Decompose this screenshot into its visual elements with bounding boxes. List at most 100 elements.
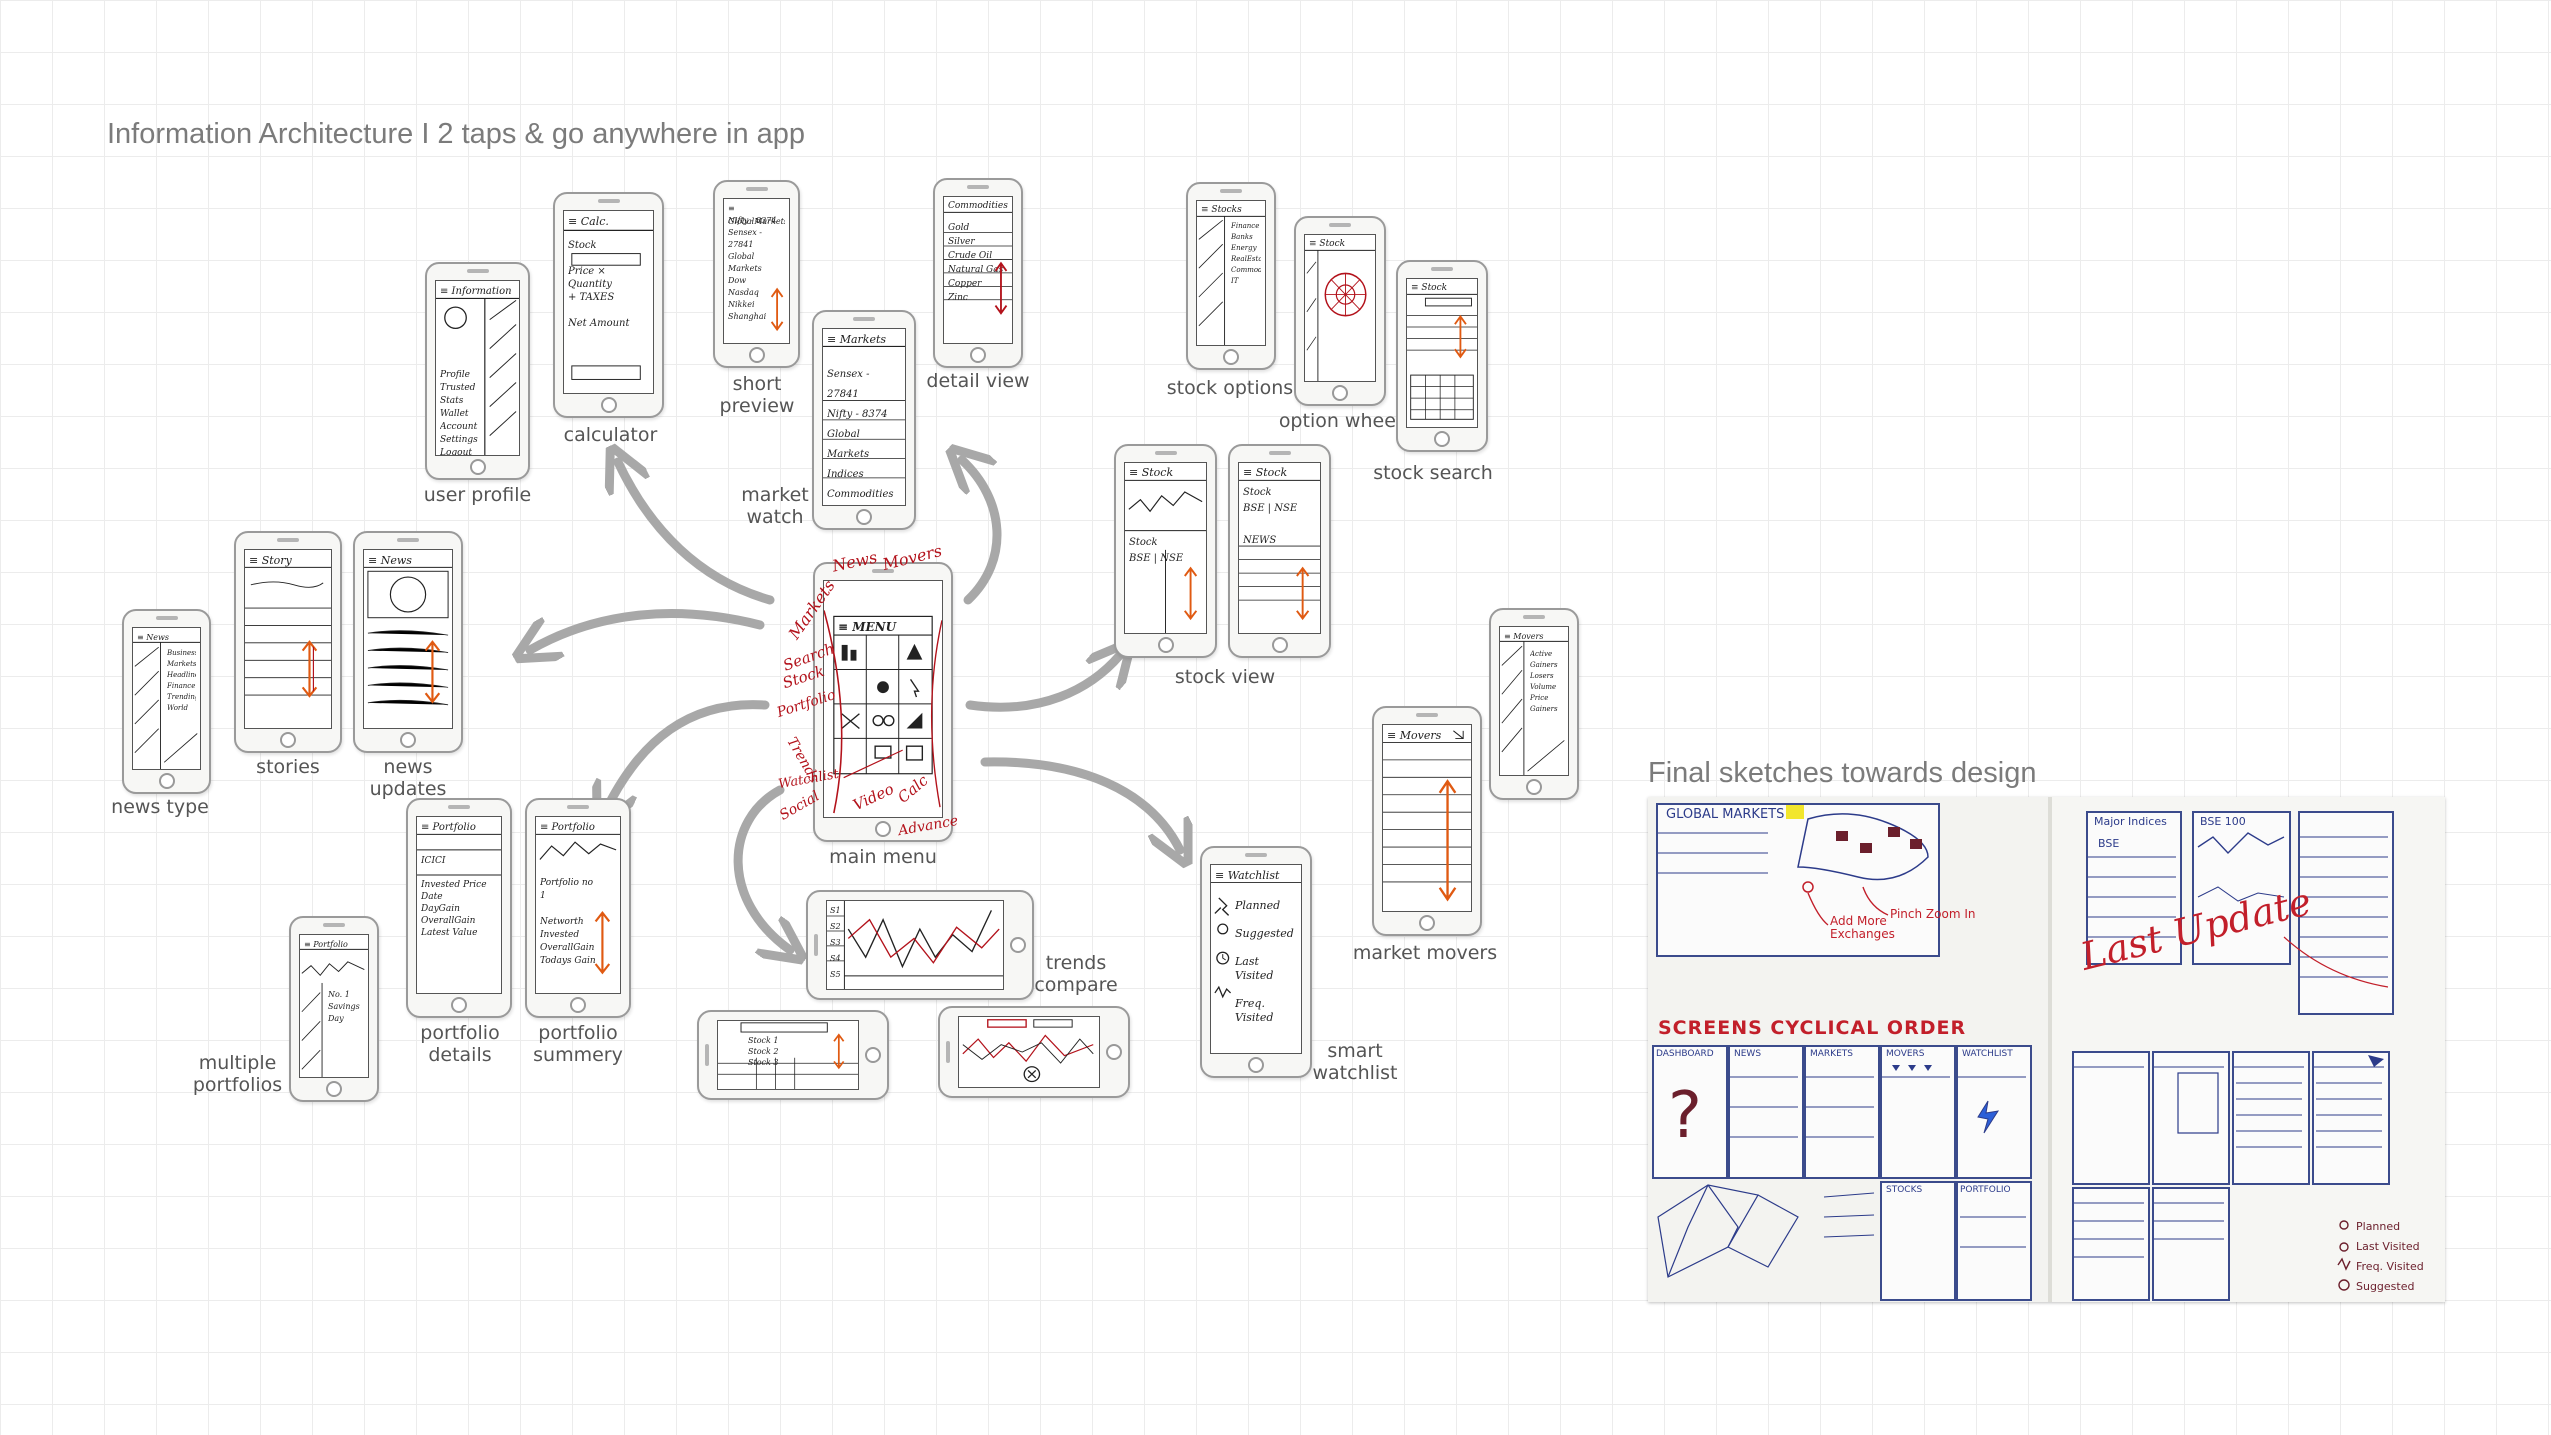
sketch-title: ≡ Information bbox=[440, 286, 512, 297]
camera bbox=[1154, 451, 1177, 455]
label-stories: stories bbox=[256, 756, 320, 778]
news-type-sketch bbox=[133, 641, 200, 769]
portfolio-list-frame bbox=[2072, 1187, 2150, 1301]
mw-lines bbox=[823, 345, 905, 479]
stock-view-chart-sketch bbox=[1125, 479, 1206, 633]
screen bbox=[958, 1016, 1100, 1088]
camera bbox=[323, 923, 345, 927]
screen: ≡ Markets Sensex - 27841 Nifty - 8374 Gl… bbox=[822, 328, 906, 506]
label-calculator: calculator bbox=[563, 424, 658, 446]
home-button bbox=[970, 347, 986, 363]
home-button bbox=[326, 1081, 342, 1097]
market-watch-body: Sensex - 27841 Nifty - 8374 Global Marke… bbox=[827, 369, 894, 500]
phone-smart-watchlist: ≡ Watchlist Planned Suggested Last Visit… bbox=[1200, 846, 1312, 1078]
question-mark: ? bbox=[1668, 1079, 1702, 1153]
markets-frame bbox=[1804, 1045, 1880, 1179]
legend-notes: Planned Last Visited Freq. Visited Sugge… bbox=[2356, 1220, 2424, 1293]
label-multiple-portfolios: multiple portfolios bbox=[192, 1052, 283, 1096]
phone-user-profile: ≡ Information Profile Trusted Stats Wall… bbox=[425, 262, 530, 480]
screen: ≡ Stock Stock BSE | NSE NEWS bbox=[1238, 462, 1321, 634]
home-button bbox=[1106, 1044, 1122, 1060]
label-market-watch: market watch bbox=[741, 484, 809, 528]
sketch-title: ≡ Movers bbox=[1387, 729, 1442, 742]
bse100-title: BSE 100 bbox=[2200, 815, 2246, 828]
watchlist-frame bbox=[1956, 1045, 2032, 1179]
stock-options-sketch bbox=[1197, 215, 1265, 345]
camera bbox=[1431, 267, 1453, 271]
camera bbox=[1329, 223, 1351, 227]
camera bbox=[567, 805, 589, 809]
arrow-to-trends bbox=[733, 785, 790, 950]
screen: Stock 1 Stock 2 Stock 3 bbox=[717, 1020, 859, 1090]
news-label: NEWS bbox=[1734, 1049, 1762, 1059]
label-user-profile: user profile bbox=[423, 484, 532, 506]
markets-list-frame bbox=[2072, 1051, 2150, 1185]
camera bbox=[853, 317, 875, 321]
home-button bbox=[1010, 937, 1026, 953]
arrow-to-detail-view bbox=[962, 460, 1002, 605]
bse100-frame bbox=[2192, 811, 2291, 965]
screen: ≡ Stock bbox=[1304, 234, 1376, 382]
phone-market-movers: ≡ Movers bbox=[1372, 706, 1482, 936]
camera bbox=[745, 187, 768, 191]
sketch-title: ≡ Stocks bbox=[1201, 205, 1242, 215]
home-button bbox=[1434, 431, 1450, 447]
option-wheel-sketch bbox=[1305, 249, 1375, 381]
screen: ≡ News Business Markets Headlines Financ… bbox=[132, 627, 201, 770]
screen: ≡ Stock Stock BSE | NSE bbox=[1124, 462, 1207, 634]
arrow-to-calculator bbox=[618, 462, 775, 605]
phone-option-wheel: ≡ Stock bbox=[1294, 216, 1386, 406]
camera bbox=[1523, 615, 1545, 619]
sketch-title: ≡ Stock bbox=[1129, 466, 1174, 479]
screen: Commodities Gold Silver Crude Oil Natura… bbox=[943, 196, 1013, 344]
screen: ≡ GlobalMarkets Nifty - 8374 Sensex - 27… bbox=[723, 198, 790, 344]
label-detail-view: detail view bbox=[926, 370, 1030, 392]
dashboard-frame bbox=[1652, 1045, 1728, 1179]
home-button bbox=[748, 347, 765, 363]
major-indices-frame bbox=[2086, 811, 2182, 965]
movers-label: MOVERS bbox=[1886, 1049, 1925, 1059]
watchlist-list-frame-2 bbox=[2312, 1051, 2390, 1185]
home-button bbox=[1526, 779, 1542, 795]
phone-stock-view-chart: ≡ Stock Stock BSE | NSE bbox=[1114, 444, 1217, 658]
camera bbox=[1416, 713, 1438, 717]
phone-detail-view: Commodities Gold Silver Crude Oil Natura… bbox=[933, 178, 1023, 368]
portfolio-label: PORTFOLIO bbox=[1960, 1185, 2011, 1195]
screen: ≡ Story bbox=[244, 549, 332, 729]
label-stock-search: stock search bbox=[1373, 462, 1493, 484]
stock-options-body: Finance Banks Energy RealEstate Commodit… bbox=[1231, 222, 1261, 285]
label-news-updates: news updates bbox=[369, 756, 447, 800]
trends-chart-sketch bbox=[827, 901, 1003, 989]
label-stock-view: stock view bbox=[1174, 666, 1276, 688]
map-sketch bbox=[1658, 805, 1929, 926]
label-portfolio-details: portfolio details bbox=[420, 1022, 500, 1066]
label-news-type: news type bbox=[111, 796, 209, 818]
phone-trends-search: Stock 1 Stock 2 Stock 3 bbox=[697, 1010, 889, 1100]
stock-view-news-body: Stock BSE | NSE NEWS bbox=[1243, 487, 1298, 546]
arrow-to-portfolio bbox=[605, 700, 770, 812]
phone-portfolio-details: ≡ Portfolio ICICI Invested Price Date Da… bbox=[406, 798, 512, 1018]
home-button bbox=[1332, 385, 1348, 401]
dashboard-label: DASHBOARD bbox=[1656, 1049, 1714, 1059]
short-preview-body: Nifty - 8374 Sensex - 27841 Global Marke… bbox=[728, 216, 777, 321]
cyclical-sketch bbox=[1657, 1065, 2026, 1278]
arrow-to-watchlist bbox=[980, 757, 1180, 850]
label-smart-watchlist: smart watchlist bbox=[1312, 1040, 1398, 1084]
screen: ≡ Movers bbox=[1382, 724, 1472, 912]
phone-calculator: ≡ Calc. Stock Price × Quantity + TAXES N… bbox=[553, 192, 664, 418]
home-button bbox=[570, 997, 586, 1013]
camera bbox=[705, 1044, 709, 1066]
label-portfolio-summery: portfolio summery bbox=[533, 1022, 623, 1066]
camera bbox=[155, 616, 178, 620]
pf-summary-body: Portfolio no 1 Networth Invested Overall… bbox=[540, 878, 596, 966]
phone-trends-select bbox=[938, 1006, 1130, 1098]
camera bbox=[872, 569, 894, 573]
home-button bbox=[600, 397, 617, 413]
orange-scroll-arrow bbox=[770, 287, 784, 332]
sketch-title: ≡ Portfolio bbox=[540, 822, 595, 833]
camera bbox=[466, 269, 489, 273]
screen: ≡ Portfolio No. 1 Savings Day bbox=[299, 934, 369, 1078]
right-top-sketch bbox=[2088, 832, 2389, 988]
stocks-label: STOCKS bbox=[1886, 1185, 1923, 1195]
